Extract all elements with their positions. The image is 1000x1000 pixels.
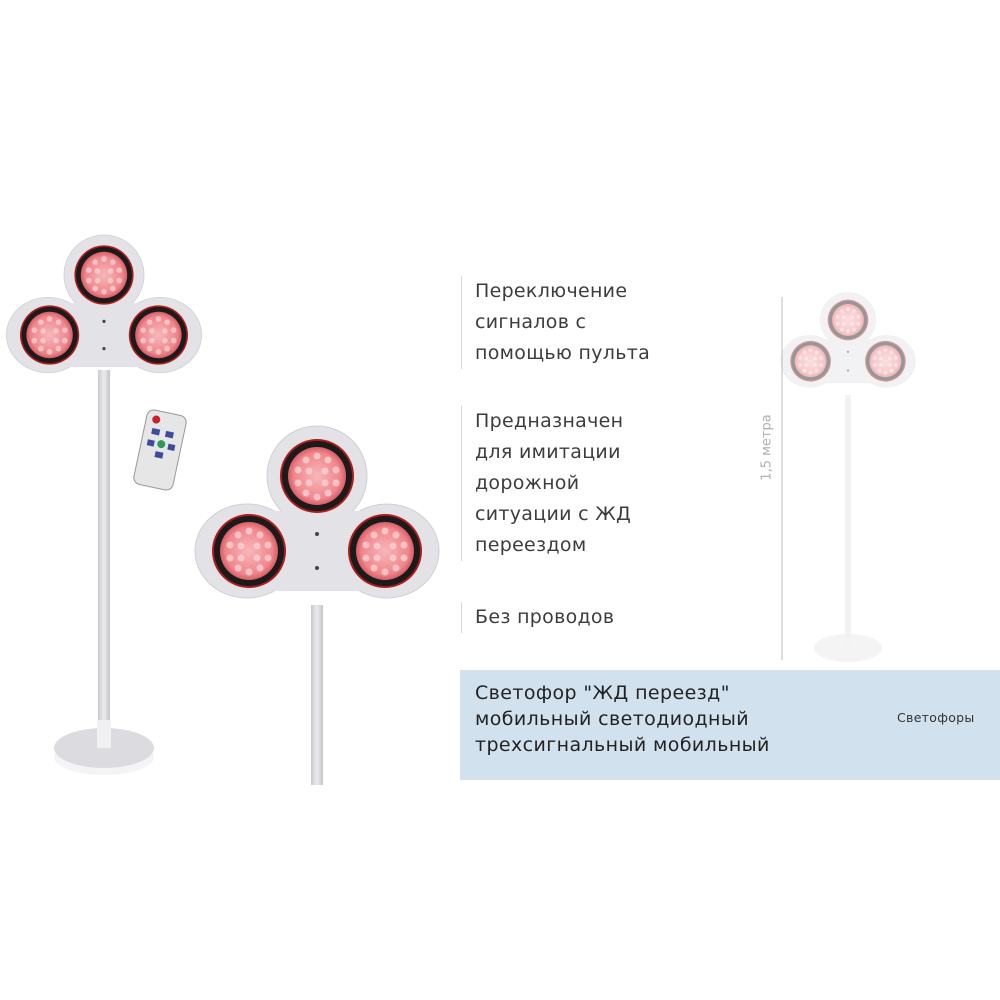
title-line: мобильный светодиодный — [475, 708, 750, 730]
feature-line: Переключение — [475, 280, 628, 302]
product-title: Светофор "ЖД переезд" мобильный светодио… — [475, 680, 770, 758]
remote-control-image — [133, 409, 187, 491]
feature-purpose: Предназначен для имитации дорожной ситуа… — [461, 406, 631, 561]
feature-remote-switching: Переключение сигналов с помощью пульта — [461, 276, 650, 369]
feature-line: помощью пульта — [475, 342, 651, 364]
feature-line: для имитации — [475, 441, 621, 463]
title-line: Светофор "ЖД переезд" — [475, 682, 730, 704]
height-label: 1,5 метра — [759, 414, 775, 481]
feature-line: сигналов с — [475, 311, 587, 333]
feature-line: Предназначен — [475, 410, 624, 432]
feature-line: переездом — [475, 534, 587, 556]
feature-line: ситуации с ЖД — [475, 503, 632, 525]
traffic-light-closeup — [195, 426, 439, 785]
product-title-banner: Светофор "ЖД переезд" мобильный светодио… — [460, 670, 1000, 780]
category-label: Светофоры — [897, 710, 975, 725]
feature-line: Без проводов — [475, 606, 615, 628]
title-line: трехсигнальный мобильный — [475, 734, 770, 756]
traffic-light-full-stand — [6, 235, 201, 775]
feature-line: дорожной — [475, 472, 580, 494]
traffic-light-dimension-diagram — [781, 293, 915, 662]
feature-wireless: Без проводов — [461, 602, 614, 633]
